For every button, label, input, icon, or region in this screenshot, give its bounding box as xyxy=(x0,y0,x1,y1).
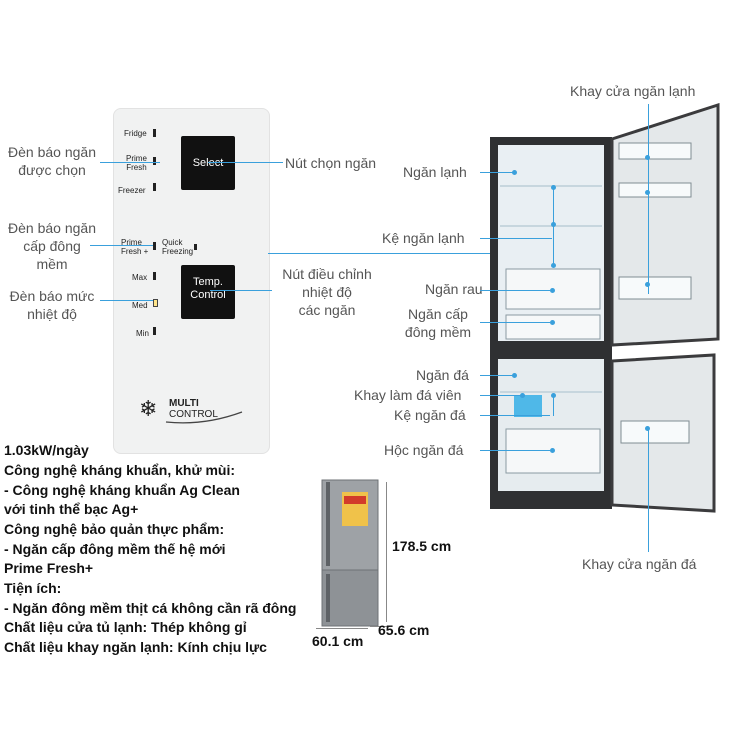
label-fridge-compartment: Ngăn lạnh xyxy=(403,164,467,180)
leader-line xyxy=(100,300,153,301)
leader-line xyxy=(480,172,514,173)
label-vegetable: Ngăn rau xyxy=(425,281,483,297)
leader-line xyxy=(553,187,554,267)
spec-line: với tinh thể bạc Ag+ xyxy=(4,501,139,517)
depth-dimension-line xyxy=(370,626,390,627)
leader-line xyxy=(208,162,283,163)
label-soft-freeze: Ngăn cấp đông mềm xyxy=(404,306,472,340)
label-selected-indicator: Đèn báo ngăn được chọn xyxy=(8,144,96,178)
leader-line xyxy=(90,245,153,246)
spec-line: Chất liệu khay ngăn lạnh: Kính chịu lực xyxy=(4,639,267,655)
spec-line: - Ngăn đông mềm thịt cá không cần rã đôn… xyxy=(4,600,297,616)
leader-line xyxy=(480,322,550,323)
prime-fresh-label: Prime Fresh xyxy=(126,154,147,172)
control-panel: Fridge Prime Fresh Freezer Select Prime … xyxy=(113,108,270,454)
label-freezer-drawer: Hộc ngăn đá xyxy=(384,442,464,458)
callout-dot xyxy=(645,426,650,431)
label-temp-level-indicator: Đèn báo mức nhiệt độ xyxy=(9,288,95,322)
leader-line xyxy=(480,238,552,239)
depth-dimension: 65.6 cm xyxy=(378,622,430,638)
label-temp-button: Nút điều chỉnh nhiệt độ các ngăn xyxy=(282,266,372,318)
spec-line: 1.03kW/ngày xyxy=(4,442,89,458)
leader-line xyxy=(268,253,568,254)
multi-control-logo-line1: MULTI xyxy=(169,398,199,409)
quick-freezing-label: Quick Freezing xyxy=(162,238,194,256)
leader-line xyxy=(648,104,649,294)
quick-freezing-indicator-led xyxy=(194,244,197,250)
fridge-indicator-led xyxy=(153,129,156,137)
spec-line: Chất liệu cửa tủ lạnh: Thép không gỉ xyxy=(4,619,247,635)
spec-line: Prime Fresh+ xyxy=(4,560,94,576)
prime-fresh-indicator-led xyxy=(153,157,156,165)
label-freezer-door-tray: Khay cửa ngăn đá xyxy=(582,556,697,572)
callout-dot xyxy=(512,373,517,378)
freezer-indicator-led xyxy=(153,183,156,191)
height-dimension: 178.5 cm xyxy=(392,538,452,554)
callout-dot xyxy=(645,155,650,160)
freezer-label: Freezer xyxy=(118,186,146,195)
prime-fresh-plus-label: Prime Fresh + xyxy=(121,238,149,256)
label-freezer: Ngăn đá xyxy=(416,367,469,383)
leader-line xyxy=(553,395,554,416)
callout-dot xyxy=(551,185,556,190)
temp-min-label: Min xyxy=(136,329,149,338)
temp-max-led xyxy=(153,272,156,280)
select-button[interactable]: Select xyxy=(181,136,235,190)
leader-line xyxy=(648,428,649,552)
product-thumbnail xyxy=(321,479,379,627)
prime-fresh-plus-indicator-led xyxy=(153,242,156,250)
fridge-illustration xyxy=(490,103,720,513)
callout-dot xyxy=(551,222,556,227)
callout-dot xyxy=(645,282,650,287)
callout-dot xyxy=(512,170,517,175)
temp-med-label: Med xyxy=(132,301,148,310)
temp-min-led xyxy=(153,327,156,335)
spec-line: - Ngăn cấp đông mềm thế hệ mới xyxy=(4,541,226,557)
leader-line xyxy=(480,450,550,451)
logo-swoosh xyxy=(165,411,243,424)
snowflake-icon: ❄ xyxy=(139,396,158,421)
callout-dot xyxy=(550,448,555,453)
callout-dot xyxy=(645,190,650,195)
label-fridge-door-tray: Khay cửa ngăn lạnh xyxy=(570,83,696,99)
width-dimension: 60.1 cm xyxy=(312,633,364,649)
leader-line xyxy=(210,290,272,291)
spec-line: Công nghệ kháng khuẩn, khử mùi: xyxy=(4,462,236,478)
callout-dot xyxy=(520,393,525,398)
label-select-button: Nút chọn ngăn xyxy=(285,155,377,171)
temp-med-led xyxy=(153,299,158,307)
spec-line: - Công nghệ kháng khuẩn Ag Clean xyxy=(4,482,240,498)
label-ice-tray: Khay làm đá viên xyxy=(354,387,462,403)
leader-line xyxy=(480,375,514,376)
callout-dot xyxy=(551,263,556,268)
callout-dot xyxy=(551,393,556,398)
height-dimension-line xyxy=(386,482,387,622)
leader-line xyxy=(480,290,550,291)
callout-dot xyxy=(550,288,555,293)
leader-line xyxy=(480,415,550,416)
label-fridge-shelf: Kệ ngăn lạnh xyxy=(382,230,465,246)
multi-control-logo-line2: CONTROL xyxy=(169,409,218,420)
temp-max-label: Max xyxy=(132,273,148,282)
spec-line: Công nghệ bảo quản thực phẩm: xyxy=(4,521,225,537)
spec-line: Tiện ích: xyxy=(4,580,62,596)
label-soft-freeze-indicator: Đèn báo ngăn cấp đông mềm xyxy=(8,220,96,272)
callout-dot xyxy=(550,320,555,325)
fridge-label: Fridge xyxy=(124,129,147,138)
width-dimension-line xyxy=(316,628,368,629)
temp-control-button[interactable]: Temp. Control xyxy=(181,265,235,319)
leader-line xyxy=(100,162,160,163)
label-freezer-shelf: Kệ ngăn đá xyxy=(394,407,466,423)
leader-line xyxy=(480,395,522,396)
